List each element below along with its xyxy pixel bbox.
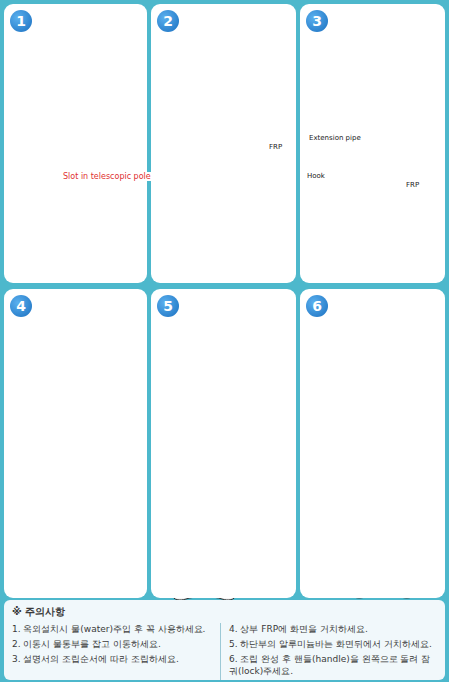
part-label: Slot in telescopic pole xyxy=(62,172,152,181)
callout-number: 1 xyxy=(10,10,32,32)
part-label: Extension pipe xyxy=(308,134,362,142)
step-panel: 4 xyxy=(4,289,147,598)
callout-number: 6 xyxy=(306,295,328,317)
label-holder: Hook xyxy=(306,163,326,182)
note-text: 6. 조립 완성 후 핸들(handle)을 왼쪽으로 돌려 잠궈(lock)주… xyxy=(229,653,437,677)
callout-number: 3 xyxy=(306,10,328,32)
label-holder: FRP xyxy=(268,134,283,153)
note-text: 4. 상부 FRP에 화면을 거치하세요. xyxy=(229,623,437,635)
notes-columns: 1. 옥외설치시 물(water)주입 후 꼭 사용하세요. 2. 이동시 물통부… xyxy=(12,623,437,680)
notes-box: ※ 주의사항 1. 옥외설치시 물(water)주입 후 꼭 사용하세요. 2. 이… xyxy=(4,600,445,680)
note-text: 1. 옥외설치시 물(water)주입 후 꼭 사용하세요. xyxy=(12,623,220,635)
step-panel: 5 xyxy=(151,289,296,598)
part-label: Hook xyxy=(306,172,326,180)
label-holder: FRP xyxy=(405,172,420,191)
label-holder: Slot in telescopic pole xyxy=(62,164,152,183)
step-panel: 3 xyxy=(300,4,445,283)
note-text: 3. 설명서의 조립순서에 따라 조립하세요. xyxy=(12,653,220,665)
label-holder: Extension pipe xyxy=(308,125,362,144)
callout-number: 4 xyxy=(10,295,32,317)
callout-number: 5 xyxy=(157,295,179,317)
step-panel: 1 xyxy=(4,4,147,283)
note-text: 5. 하단부의 알루미늄바는 화면뒤에서 거치하세요. xyxy=(229,638,437,650)
notes-column: 1. 옥외설치시 물(water)주입 후 꼭 사용하세요. 2. 이동시 물통부… xyxy=(12,623,220,680)
part-label: FRP xyxy=(405,181,420,189)
callout-number: 2 xyxy=(157,10,179,32)
notes-title: ※ 주의사항 xyxy=(12,605,437,618)
part-label: FRP xyxy=(268,143,283,151)
note-text: 2. 이동시 물통부를 잡고 이동하세요. xyxy=(12,638,220,650)
notes-column: 4. 상부 FRP에 화면을 거치하세요. 5. 하단부의 알루미늄바는 화면뒤에… xyxy=(220,623,437,680)
step-panel: 6 xyxy=(300,289,445,598)
